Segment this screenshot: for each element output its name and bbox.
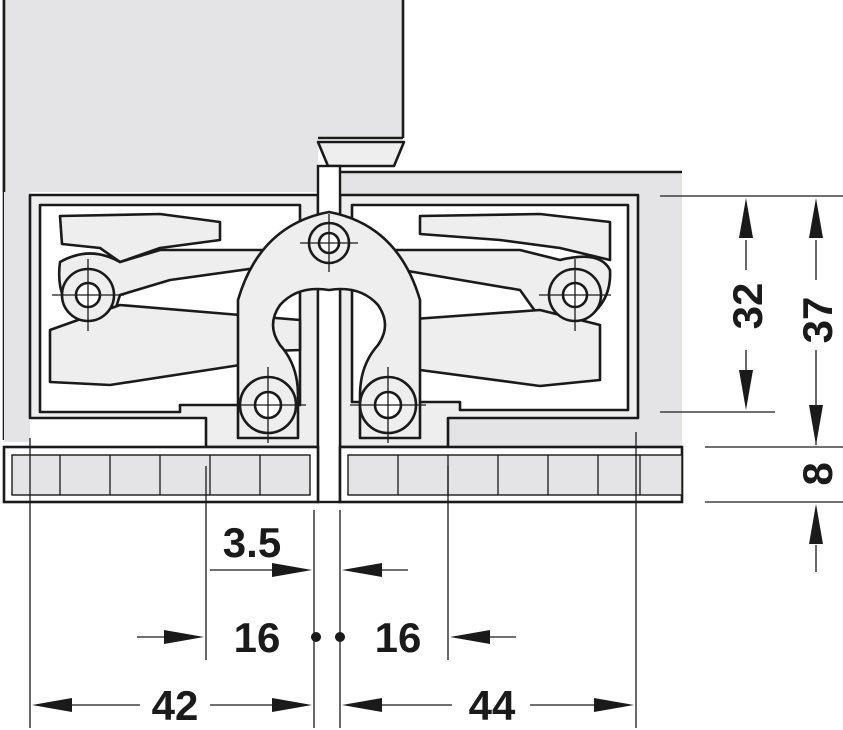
- dimension-16-right-label: 16: [375, 614, 422, 661]
- dimension-42-label: 42: [152, 682, 199, 729]
- dimension-3-5-label: 3.5: [223, 519, 281, 566]
- dimension-16-left: 16: [137, 614, 280, 661]
- pivot-pin-lower-right: [350, 367, 426, 443]
- dimension-16-right: 16: [375, 614, 516, 661]
- pivot-pin-left: [52, 259, 124, 331]
- dimension-3-5: 3.5: [210, 519, 408, 577]
- dimension-44: 44: [342, 682, 634, 729]
- pivot-pin-top: [300, 214, 358, 272]
- dimension-32: 32: [724, 198, 771, 410]
- dimension-37: 37: [794, 198, 841, 445]
- dimension-42: 42: [32, 682, 312, 729]
- dimension-8-label: 8: [794, 462, 841, 485]
- dimension-16-left-label: 16: [234, 614, 281, 661]
- extension-lines: [29, 195, 843, 728]
- dimension-37-label: 37: [794, 297, 841, 344]
- dimension-44-label: 44: [469, 682, 516, 729]
- pivot-pin-right: [539, 259, 611, 331]
- mounting-plate-right: [338, 445, 684, 504]
- pivot-pin-lower-left: [230, 367, 306, 443]
- dimension-32-label: 32: [724, 283, 771, 330]
- door-edge-strip: [4, 192, 30, 442]
- hinge-top-cap: [316, 140, 406, 168]
- center-dots: [311, 632, 345, 642]
- mounting-plate-left: [2, 445, 320, 504]
- dimension-8: 8: [794, 405, 841, 572]
